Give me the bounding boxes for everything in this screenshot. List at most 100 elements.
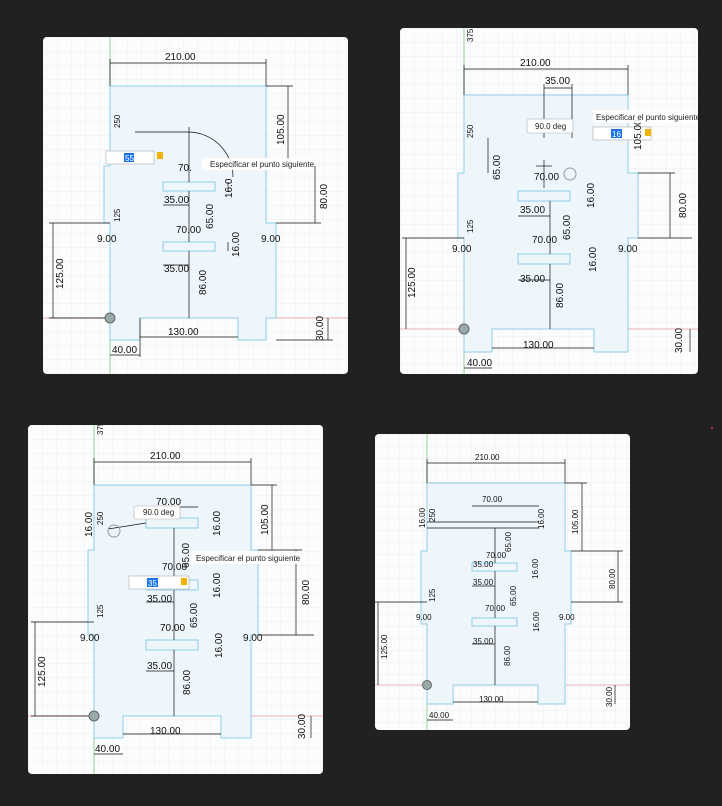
dim-40[interactable]: 40.00 (95, 744, 120, 755)
dim-16-upper[interactable]: 16.00 (586, 183, 597, 208)
sketch-canvas-2[interactable]: 210.00 35.00 80.00 125.00 130.00 40.00 3… (400, 28, 698, 374)
sketch-canvas-4[interactable]: 210.00 70.00 105.00 80.00 125.00 130.00 … (375, 434, 630, 730)
dim-35-upper[interactable]: 35.00 (164, 195, 189, 206)
origin-icon[interactable] (88, 710, 100, 722)
dim-125[interactable]: 125.00 (407, 267, 418, 298)
dim-86[interactable]: 86.00 (198, 270, 209, 295)
dim-65-left[interactable]: 65.00 (492, 155, 503, 180)
dim-30[interactable]: 30.00 (674, 328, 685, 353)
dim-86[interactable]: 86.00 (503, 645, 512, 666)
origin-icon[interactable] (104, 312, 116, 324)
dim-70-top[interactable]: 70.00 (482, 495, 503, 504)
sketch-panel-4[interactable]: 210.00 70.00 105.00 80.00 125.00 130.00 … (375, 434, 630, 730)
dim-65-upper[interactable]: 65.00 (504, 531, 513, 552)
dim-35-b[interactable]: 35.00 (473, 578, 494, 587)
dim-40[interactable]: 40.00 (112, 345, 137, 356)
dim-80[interactable]: 80.00 (301, 580, 312, 605)
dim-9-left[interactable]: 9.00 (80, 633, 100, 644)
dim-80[interactable]: 80.00 (608, 568, 617, 589)
dim-9-right[interactable]: 9.00 (559, 613, 575, 622)
dim-9-left[interactable]: 9.00 (452, 244, 472, 255)
dim-65[interactable]: 65.00 (562, 215, 573, 240)
dim-16-top[interactable]: 16.00 (212, 511, 223, 536)
dim-210[interactable]: 210.00 (165, 52, 196, 63)
lock-icon[interactable] (181, 578, 187, 585)
dim-86[interactable]: 86.00 (555, 283, 566, 308)
lock-icon[interactable] (645, 129, 651, 136)
dim-35-top[interactable]: 35.00 (545, 76, 570, 87)
dim-86[interactable]: 86.00 (182, 670, 193, 695)
dim-16-lower[interactable]: 16.00 (214, 633, 225, 658)
dim-70-mid[interactable]: 70.00 (162, 562, 187, 573)
length-input[interactable] (128, 575, 190, 590)
sketch-canvas-3[interactable]: 210.00 70.00 105.00 80.00 125.00 130.00 … (28, 425, 323, 774)
dim-70-top[interactable]: 70.00 (156, 497, 181, 508)
dim-125[interactable]: 125.00 (55, 258, 66, 289)
dim-105[interactable]: 105.00 (260, 504, 271, 535)
dim-210[interactable]: 210.00 (520, 58, 551, 69)
dim-30[interactable]: 30.00 (315, 316, 326, 341)
dim-16-mid[interactable]: 16.00 (531, 558, 540, 579)
dim-9-right[interactable]: 9.00 (243, 633, 263, 644)
dim-16-left[interactable]: 16.00 (84, 512, 95, 537)
dim-40[interactable]: 40.00 (467, 358, 492, 369)
check-icon[interactable] (563, 167, 577, 181)
origin-icon[interactable] (458, 323, 470, 335)
dim-80[interactable]: 80.00 (678, 193, 689, 218)
origin-icon[interactable] (422, 680, 432, 690)
dim-105-partial[interactable]: 105.00 (633, 119, 644, 150)
dim-125[interactable]: 125.00 (37, 656, 48, 687)
dim-130[interactable]: 130.00 (479, 695, 504, 704)
dim-70-lower[interactable]: 70.00 (532, 235, 557, 246)
dim-16-lower[interactable]: 16.00 (231, 232, 242, 257)
dim-30[interactable]: 30.00 (297, 714, 308, 739)
dim-35-upper[interactable]: 35.00 (147, 594, 172, 605)
dim-70-upper[interactable]: 70. (178, 163, 192, 174)
dim-105[interactable]: 105.00 (571, 509, 580, 534)
dim-9-left[interactable]: 9.00 (416, 613, 432, 622)
dim-16-left[interactable]: 16.00 (418, 507, 427, 528)
dim-210[interactable]: 210.00 (150, 451, 181, 462)
sketch-panel-1[interactable]: 210.00 105.00 80.00 125.00 130.00 40.00 … (43, 37, 348, 374)
dim-35-lower[interactable]: 35.00 (164, 264, 189, 275)
dim-70-lower[interactable]: 70.00 (485, 604, 506, 613)
dim-35-lower[interactable]: 35.00 (147, 661, 172, 672)
dim-70-upper[interactable]: 70.00 (534, 172, 559, 183)
dim-65[interactable]: 65.00 (205, 204, 216, 229)
dim-9-right[interactable]: 9.00 (618, 244, 638, 255)
dim-40[interactable]: 40.00 (429, 711, 450, 720)
dim-65-upper[interactable]: 65.00 (181, 543, 192, 568)
sketch-canvas-1[interactable]: 210.00 105.00 80.00 125.00 130.00 40.00 … (43, 37, 348, 374)
tooltip-text: Especificar el punto siguiente (210, 160, 315, 169)
dim-35-upper[interactable]: 35.00 (520, 205, 545, 216)
dim-130[interactable]: 130.00 (150, 726, 181, 737)
dim-35-lower[interactable]: 35.00 (520, 274, 545, 285)
check-icon[interactable] (107, 524, 121, 538)
dim-16-lower[interactable]: 16.00 (532, 611, 541, 632)
dim-65-lower[interactable]: 65.00 (189, 603, 200, 628)
dim-9-left[interactable]: 9.00 (97, 234, 117, 245)
dim-105[interactable]: 105.00 (276, 114, 287, 145)
dim-70-lower[interactable]: 70.00 (160, 623, 185, 634)
dim-16-upper[interactable]: 16.0 (224, 178, 235, 198)
dim-210[interactable]: 210.00 (475, 453, 500, 462)
dim-130[interactable]: 130.00 (168, 327, 199, 338)
sketch-panel-3[interactable]: 210.00 70.00 105.00 80.00 125.00 130.00 … (28, 425, 323, 774)
dim-35-a[interactable]: 35.00 (473, 560, 494, 569)
angle-input[interactable] (526, 118, 574, 134)
lock-icon[interactable] (157, 152, 163, 159)
dim-9-right[interactable]: 9.00 (261, 234, 281, 245)
dim-16-lower[interactable]: 16.00 (588, 247, 599, 272)
sketch-panel-2[interactable]: 210.00 35.00 80.00 125.00 130.00 40.00 3… (400, 28, 698, 374)
dim-130[interactable]: 130.00 (523, 340, 554, 351)
dim-70-mid[interactable]: 70.00 (486, 551, 507, 560)
dim-65-lower[interactable]: 65.00 (509, 585, 518, 606)
dim-80[interactable]: 80.00 (319, 184, 330, 209)
dim-16-mid[interactable]: 16.00 (212, 573, 223, 598)
dim-35-c[interactable]: 35.00 (473, 637, 494, 646)
dim-30[interactable]: 30.00 (605, 686, 614, 707)
angle-input[interactable] (133, 505, 181, 520)
dim-125[interactable]: 125.00 (380, 634, 389, 659)
dim-70-lower[interactable]: 70.00 (176, 225, 201, 236)
dim-16-top[interactable]: 16.00 (537, 508, 546, 529)
